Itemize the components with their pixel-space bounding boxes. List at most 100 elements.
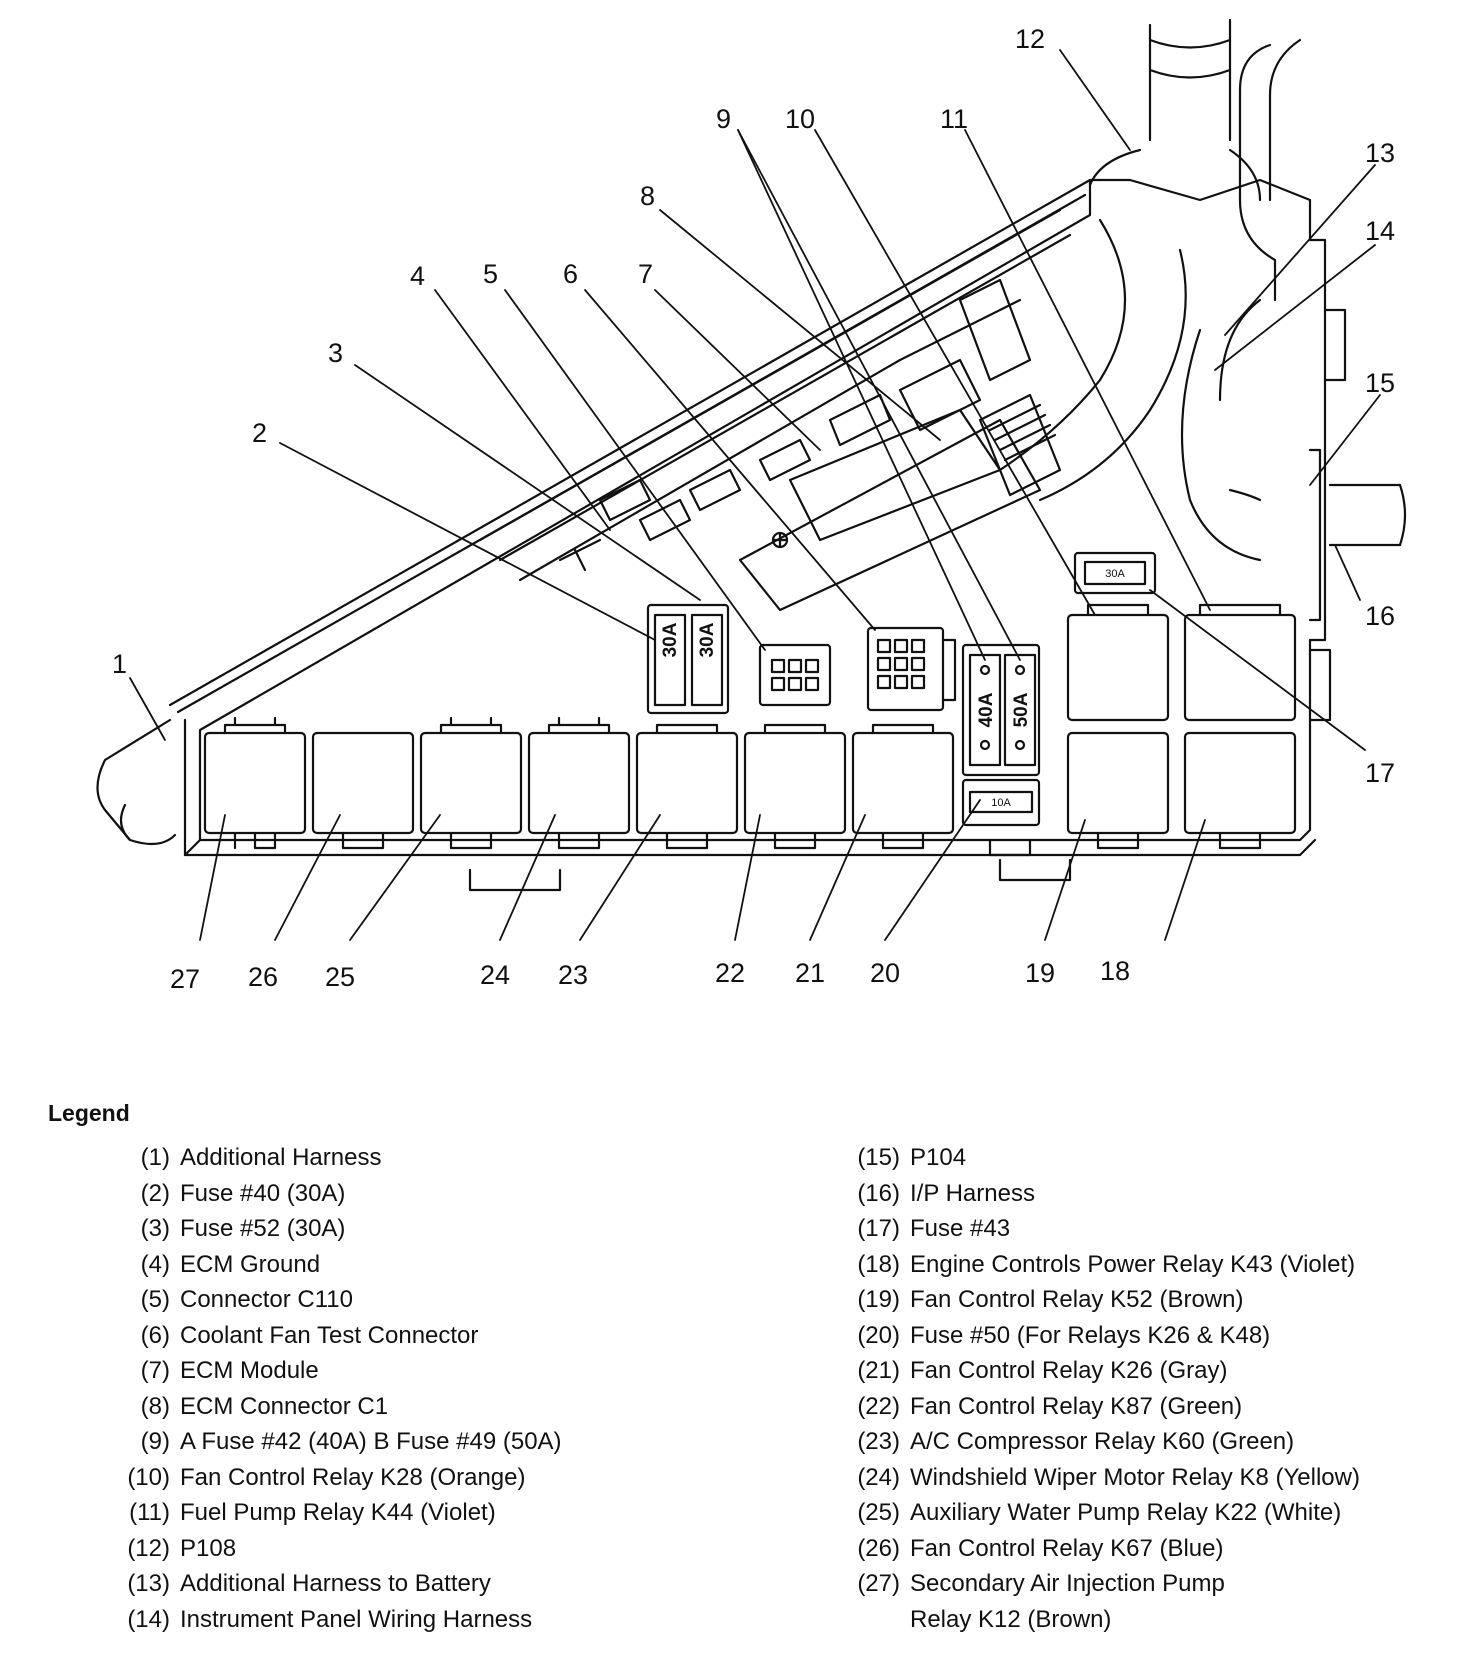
connector-c110 <box>758 643 832 707</box>
legend-num: (22) <box>857 1392 900 1420</box>
harness-conduit <box>998 18 1407 622</box>
legend-item: (5)Connector C110 <box>100 1282 562 1318</box>
legend-item: (16) I/P Harness <box>830 1176 1360 1212</box>
legend-item: (15)P104 <box>830 1140 1360 1176</box>
callout-22: 22 <box>715 958 745 988</box>
callout-11: 11 <box>940 104 968 134</box>
legend-num: (3) <box>140 1215 170 1242</box>
legend-text: Fan Control Relay K26 (Gray) <box>910 1357 1228 1384</box>
callout-26: 26 <box>248 962 278 992</box>
additional-harness <box>96 718 177 846</box>
legend-text: Fan Control Relay K52 (Brown) <box>910 1286 1244 1313</box>
callout-24: 24 <box>480 960 510 990</box>
legend-num: (16) <box>857 1179 900 1207</box>
legend-text: P108 <box>180 1534 237 1562</box>
legend-text: Fuse #43 <box>910 1215 1011 1242</box>
legend-num: (10) <box>127 1463 170 1491</box>
callout-20: 20 <box>870 958 900 988</box>
legend-item: (10) Fan Control Relay K28 (Orange) <box>100 1460 562 1496</box>
legend-item: (23) A/C Compressor Relay K60 (Green) <box>830 1424 1360 1460</box>
fuse42-rating: 40A <box>976 692 997 727</box>
callout-4: 4 <box>410 261 425 291</box>
legend-text: ECM Connector C1 <box>180 1392 389 1420</box>
legend-text: Fuel Pump Relay K44 (Violet) <box>180 1499 496 1526</box>
callout-9: 9 <box>716 104 731 134</box>
legend-text: Fan Control Relay K28 (Orange) <box>180 1463 526 1491</box>
legend-num: (12) <box>127 1534 170 1562</box>
fuse-block-30a <box>646 603 730 715</box>
callout-2: 2 <box>252 418 267 448</box>
legend-num: (23) <box>857 1428 900 1455</box>
legend-num: (25) <box>857 1499 900 1526</box>
relay-k26 <box>851 731 955 835</box>
legend-num: (7) <box>140 1357 170 1384</box>
legend-item: (7)ECM Module <box>100 1353 562 1389</box>
legend-num: (2) <box>140 1179 170 1207</box>
callout-18: 18 <box>1100 956 1130 986</box>
callout-5: 5 <box>483 259 498 289</box>
legend-right-column: (15)P104 (16)I/P Harness (17)Fuse #43 (1… <box>830 1140 1360 1637</box>
relay-k8 <box>527 731 631 835</box>
relay-k12 <box>203 731 307 835</box>
legend-text: Additional Harness to Battery <box>180 1570 491 1597</box>
legend-item: (13) Additional Harness to Battery <box>100 1566 562 1602</box>
legend-num: (14) <box>127 1605 170 1633</box>
relay-k52-lower <box>1066 731 1170 835</box>
legend-text: P104 <box>910 1144 967 1171</box>
fuse43-rating: 30A <box>1105 568 1125 580</box>
legend-left-column: (1)Additional Harness (2)Fuse #40 (30A) … <box>100 1140 562 1638</box>
legend-item: (20) Fuse #50 (For Relays K26 & K48) <box>830 1318 1360 1354</box>
callout-8: 8 <box>640 181 655 211</box>
callout-14: 14 <box>1365 216 1395 246</box>
callout-1: 1 <box>112 649 127 679</box>
callout-19: 19 <box>1025 958 1055 988</box>
fuse-block-40a-50a <box>961 643 1041 827</box>
legend-num: (18) <box>857 1250 900 1278</box>
relay-k44 <box>1183 613 1297 722</box>
callout-6: 6 <box>563 259 578 289</box>
leader-lines <box>129 49 1381 941</box>
legend-item: (6)Coolant Fan Test Connector <box>100 1318 562 1354</box>
legend-num: (4) <box>140 1250 170 1278</box>
legend-num: (19) <box>857 1286 900 1313</box>
legend-text: I/P Harness <box>910 1179 1035 1207</box>
callout-23: 23 <box>558 960 588 990</box>
fuse-block-43 <box>1073 551 1157 595</box>
legend-num: (27) <box>857 1570 900 1597</box>
legend-num: (5) <box>140 1286 170 1313</box>
legend-text: ECM Ground <box>180 1250 321 1278</box>
legend-text: Auxiliary Water Pump Relay K22 (White) <box>910 1499 1342 1526</box>
legend-item: (14) Instrument Panel Wiring Harness <box>100 1602 562 1638</box>
legend-text: Fuse #50 (For Relays K26 & K48) <box>910 1321 1271 1349</box>
relay-k67 <box>311 731 415 835</box>
legend-text: Fan Control Relay K87 (Green) <box>910 1392 1243 1420</box>
legend-text: Secondary Air Injection Pump Relay K12 (… <box>910 1570 1225 1633</box>
legend-item: (24)Windshield Wiper Motor Relay K8 (Yel… <box>830 1460 1360 1496</box>
callout-16: 16 <box>1365 601 1395 631</box>
callout-25: 25 <box>325 962 355 992</box>
legend-item: (8) ECM Connector C1 <box>100 1389 562 1425</box>
relay-k60 <box>635 731 739 835</box>
callout-17: 17 <box>1365 758 1395 788</box>
legend-num: (20) <box>857 1321 900 1349</box>
fuse50-rating: 10A <box>991 797 1011 809</box>
legend-item: (12) P108 <box>100 1531 562 1567</box>
legend-text: Engine Controls Power Relay K43 (Violet) <box>910 1250 1356 1278</box>
legend-text: A/C Compressor Relay K60 (Green) <box>910 1428 1295 1455</box>
legend-item: (25) Auxiliary Water Pump Relay K22 (Whit… <box>830 1495 1360 1531</box>
legend-item: (1) Additional Harness <box>100 1140 562 1176</box>
legend-text: Additional Harness <box>180 1144 382 1171</box>
legend-text: Instrument Panel Wiring Harness <box>180 1605 533 1633</box>
legend-item: (26)Fan Control Relay K67 (Blue) <box>830 1531 1360 1567</box>
legend-num: (8) <box>140 1392 170 1420</box>
legend-num: (6) <box>140 1321 170 1349</box>
legend-text: Fuse #40 (30A) <box>180 1179 346 1207</box>
relay-k43-lower <box>1183 731 1297 835</box>
legend-text: A Fuse #42 (40A) B Fuse #49 (50A) <box>180 1428 562 1455</box>
legend-num: (1) <box>140 1144 170 1171</box>
relay-k22 <box>419 731 523 835</box>
legend-text: Windshield Wiper Motor Relay K8 (Yellow) <box>910 1463 1360 1491</box>
callout-13: 13 <box>1365 138 1395 168</box>
legend-item: (22) Fan Control Relay K87 (Green) <box>830 1389 1360 1425</box>
legend-num: (13) <box>127 1570 170 1597</box>
